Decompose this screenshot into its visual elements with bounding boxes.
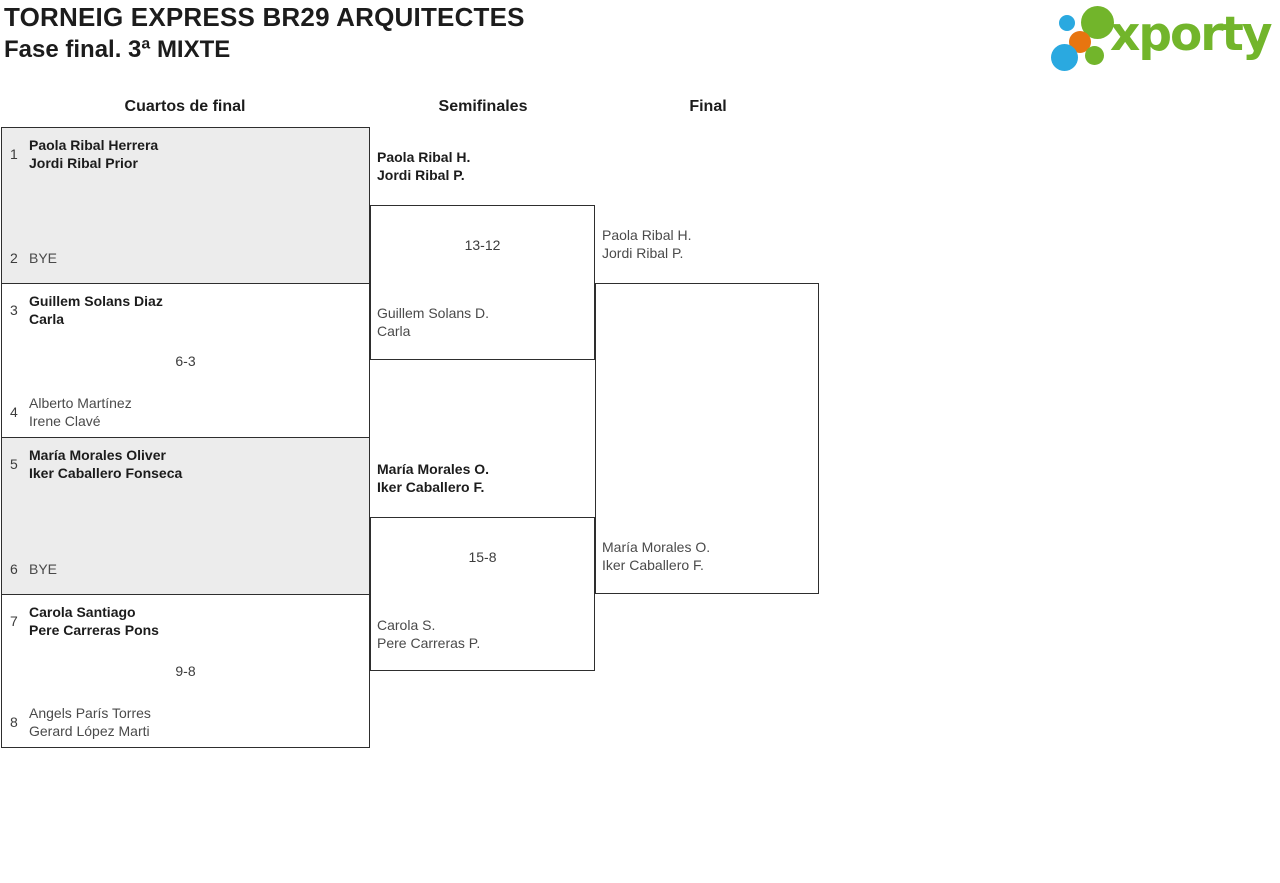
team-row: 1 Paola Ribal Herrera Jordi Ribal Prior	[10, 135, 361, 173]
seed-number: 7	[10, 613, 18, 629]
seed-number: 4	[10, 404, 18, 420]
player-name: Carola Santiago	[29, 604, 136, 620]
player-name: Carola S.	[377, 617, 436, 633]
match-final[interactable]	[595, 283, 819, 594]
player-name: Alberto Martínez	[29, 395, 132, 411]
player-name: Paola Ribal H.	[377, 149, 471, 165]
team-names: Alberto Martínez Irene Clavé	[29, 393, 132, 431]
tournament-title: TORNEIG EXPRESS BR29 ARQUITECTES	[4, 2, 525, 32]
match-score: 15-8	[468, 549, 497, 565]
match-semifinal-1[interactable]	[370, 205, 595, 360]
match-quarterfinal-2[interactable]: 3 Guillem Solans Diaz Carla 6-3 4 Albert…	[1, 283, 370, 438]
player-name: María Morales O.	[602, 539, 711, 555]
team-names: María Morales Oliver Iker Caballero Fons…	[29, 445, 182, 483]
xporty-logo-text: xporty	[1110, 7, 1273, 62]
team-row: 6 BYE	[10, 550, 361, 588]
player-name: Carla	[29, 311, 65, 327]
player-name: Pere Carreras P.	[377, 635, 481, 651]
player-name: Guillem Solans Diaz	[29, 293, 163, 309]
seed-number: 8	[10, 714, 18, 730]
player-name: Iker Caballero F.	[377, 479, 485, 495]
player-name: Jordi Ribal Prior	[29, 155, 138, 171]
player-name: Iker Caballero Fonseca	[29, 465, 183, 481]
final-team-top: Paola Ribal H. Jordi Ribal P.	[602, 226, 692, 262]
player-name: Pere Carreras Pons	[29, 622, 159, 638]
seed-number: 2	[10, 250, 18, 266]
team-row: 8 Angels París Torres Gerard López Marti	[10, 703, 361, 741]
logo-dot-icon	[1085, 46, 1104, 65]
player-name: Gerard López Marti	[29, 723, 150, 739]
team-row: 5 María Morales Oliver Iker Caballero Fo…	[10, 445, 361, 483]
match-score: 9-8	[175, 663, 196, 679]
seed-number: 3	[10, 302, 18, 318]
round-header-final: Final	[689, 98, 727, 115]
player-name: Guillem Solans D.	[377, 305, 490, 321]
team-names: BYE	[29, 239, 57, 277]
player-name: Angels París Torres	[29, 705, 151, 721]
team-names: Paola Ribal Herrera Jordi Ribal Prior	[29, 135, 158, 173]
team-names: Guillem Solans Diaz Carla	[29, 291, 163, 329]
tournament-subtitle: Fase final. 3ª MIXTE	[4, 36, 231, 63]
semifinal-2-opponent: Carola S. Pere Carreras P.	[377, 616, 480, 652]
player-name: Irene Clavé	[29, 413, 101, 429]
seed-number: 1	[10, 146, 18, 162]
player-name: Jordi Ribal P.	[602, 245, 684, 261]
match-quarterfinal-3[interactable]: 5 María Morales Oliver Iker Caballero Fo…	[1, 437, 370, 595]
seed-number: 5	[10, 456, 18, 472]
seed-number: 6	[10, 561, 18, 577]
semifinal-2-advancer: María Morales O. Iker Caballero F.	[377, 460, 489, 496]
logo-dot-icon	[1059, 15, 1075, 31]
player-name: Carla	[377, 323, 411, 339]
round-header-quarterfinals: Cuartos de final	[124, 98, 246, 115]
xporty-logo[interactable]: xporty	[1048, 5, 1280, 71]
logo-dot-icon	[1051, 44, 1078, 71]
team-row: 3 Guillem Solans Diaz Carla	[10, 291, 361, 329]
player-name: María Morales Oliver	[29, 447, 166, 463]
round-header-semifinals: Semifinales	[438, 98, 528, 115]
team-names: BYE	[29, 550, 57, 588]
player-name: Paola Ribal H.	[602, 227, 692, 243]
player-name: BYE	[29, 250, 58, 266]
team-names: Carola Santiago Pere Carreras Pons	[29, 602, 159, 640]
match-score: 6-3	[175, 352, 196, 369]
semifinal-1-opponent: Guillem Solans D. Carla	[377, 304, 489, 340]
match-quarterfinal-1[interactable]: 1 Paola Ribal Herrera Jordi Ribal Prior …	[1, 127, 370, 284]
match-semifinal-2[interactable]	[370, 517, 595, 671]
player-name: Iker Caballero F.	[602, 557, 704, 573]
match-quarterfinal-4[interactable]: 7 Carola Santiago Pere Carreras Pons 9-8…	[1, 594, 370, 748]
player-name: María Morales O.	[377, 461, 490, 477]
player-name: Jordi Ribal P.	[377, 167, 465, 183]
match-score: 13-12	[464, 237, 501, 253]
player-name: BYE	[29, 561, 58, 577]
final-team-bottom: María Morales O. Iker Caballero F.	[602, 538, 710, 574]
team-names: Angels París Torres Gerard López Marti	[29, 703, 151, 741]
team-row: 4 Alberto Martínez Irene Clavé	[10, 393, 361, 431]
team-row: 7 Carola Santiago Pere Carreras Pons	[10, 602, 361, 640]
player-name: Paola Ribal Herrera	[29, 137, 159, 153]
semifinal-1-advancer: Paola Ribal H. Jordi Ribal P.	[377, 148, 470, 184]
team-row: 2 BYE	[10, 239, 361, 277]
